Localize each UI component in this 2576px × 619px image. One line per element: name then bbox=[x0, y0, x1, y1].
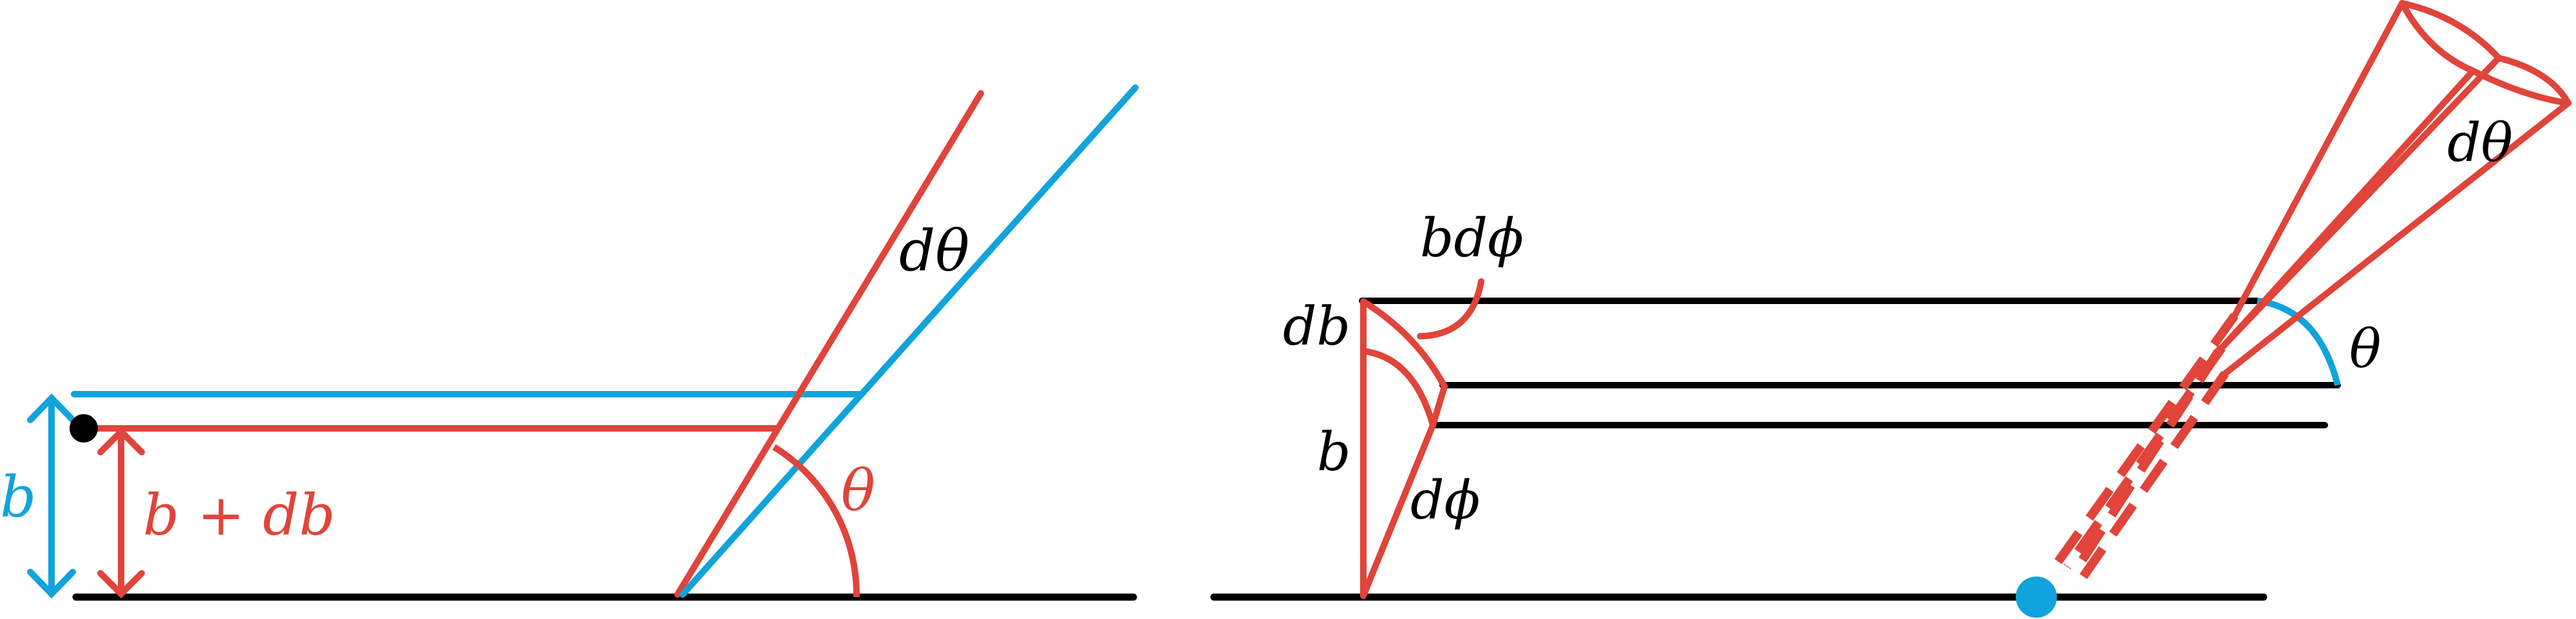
left-outgoing-red bbox=[674, 90, 984, 598]
left-theta-arc bbox=[772, 444, 860, 598]
label-b-left: b bbox=[0, 464, 36, 530]
label-dtheta-right: dθ bbox=[2447, 113, 2513, 174]
label-theta-right: θ bbox=[2349, 319, 2381, 380]
label-b-right: b bbox=[1317, 422, 1351, 483]
label-bdphi: bdϕ bbox=[1420, 208, 1524, 269]
scattering-center bbox=[2016, 576, 2057, 618]
impact-wedge bbox=[1360, 278, 1484, 599]
incoming-particle bbox=[70, 414, 98, 443]
left-outgoing-blue bbox=[679, 84, 1139, 598]
cone-dashed-lines bbox=[2050, 312, 2239, 580]
b-plus-db-arrow bbox=[97, 426, 145, 599]
label-dtheta-left: dθ bbox=[899, 218, 969, 284]
label-db: db bbox=[1283, 296, 1350, 357]
label-theta-left: θ bbox=[841, 457, 875, 524]
scattered-cone bbox=[2215, 0, 2571, 377]
left-panel: b b + db θ dθ bbox=[0, 84, 1139, 601]
label-b-plus-db: b + db bbox=[143, 482, 336, 548]
b-arrow bbox=[27, 393, 76, 599]
right-theta-arc bbox=[2257, 298, 2341, 386]
right-panel: db b bdϕ dϕ θ dθ bbox=[1210, 0, 2571, 618]
label-dphi: dϕ bbox=[1410, 470, 1480, 531]
